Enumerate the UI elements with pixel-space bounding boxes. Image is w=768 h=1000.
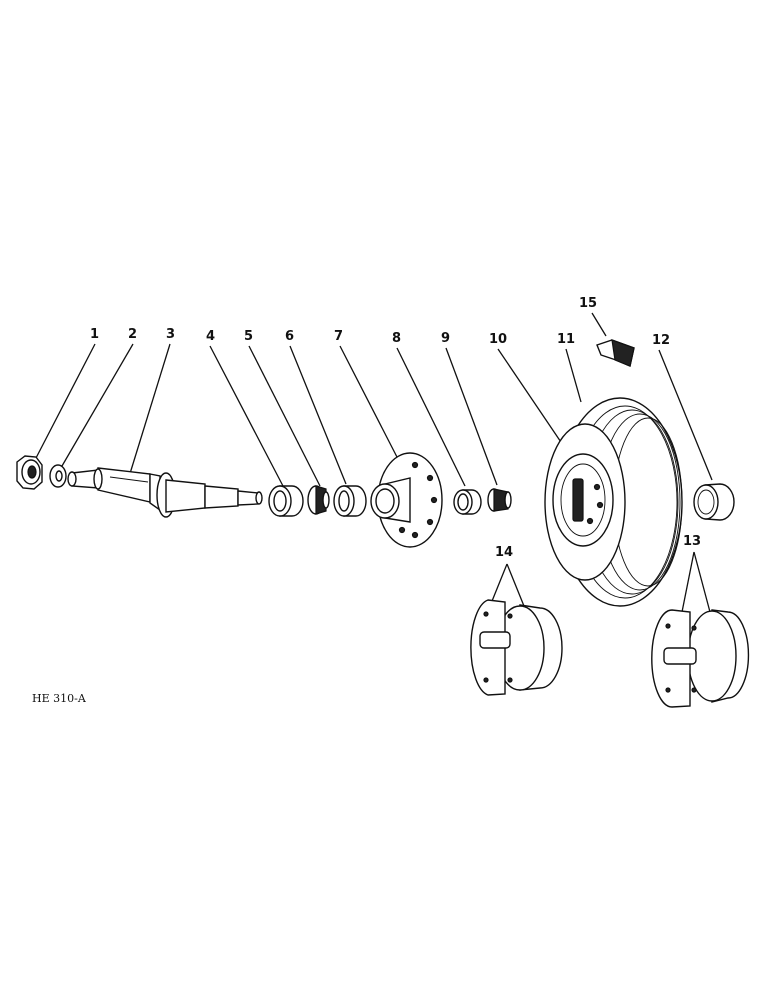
part-12-hub-cap bbox=[693, 483, 735, 521]
callout-3: 3 bbox=[166, 327, 175, 342]
part-13-wheel-weights bbox=[651, 609, 750, 708]
callout-11: 11 bbox=[557, 332, 575, 347]
callout-6: 6 bbox=[285, 329, 294, 344]
part-1-hex-nut bbox=[16, 455, 43, 490]
callout-10: 10 bbox=[489, 332, 507, 347]
callout-12: 12 bbox=[652, 333, 670, 348]
part-5-bearing-cone bbox=[307, 485, 330, 515]
callout-2: 2 bbox=[128, 327, 137, 342]
callout-5: 5 bbox=[244, 329, 253, 344]
part-3-spindle bbox=[67, 467, 263, 518]
part-14-wheel-weights bbox=[470, 599, 563, 696]
callout-4: 4 bbox=[206, 329, 215, 344]
part-8-bearing-cup bbox=[453, 489, 482, 515]
callout-7: 7 bbox=[334, 329, 343, 344]
figure-code: HE 310-A bbox=[32, 692, 87, 705]
part-10-rim bbox=[552, 453, 614, 547]
callout-9: 9 bbox=[441, 331, 450, 346]
callout-8: 8 bbox=[392, 331, 401, 346]
part-2-washer bbox=[49, 464, 67, 488]
callout-1: 1 bbox=[90, 327, 99, 342]
callout-13: 13 bbox=[683, 534, 701, 549]
part-4-bearing-cup bbox=[268, 485, 304, 517]
part-6-bearing-cup bbox=[333, 485, 367, 517]
part-9-bearing-cone bbox=[487, 488, 512, 512]
callout-14: 14 bbox=[495, 545, 513, 560]
part-15-clip bbox=[596, 339, 635, 367]
callout-15: 15 bbox=[579, 296, 597, 311]
part-7-hub bbox=[370, 452, 443, 548]
